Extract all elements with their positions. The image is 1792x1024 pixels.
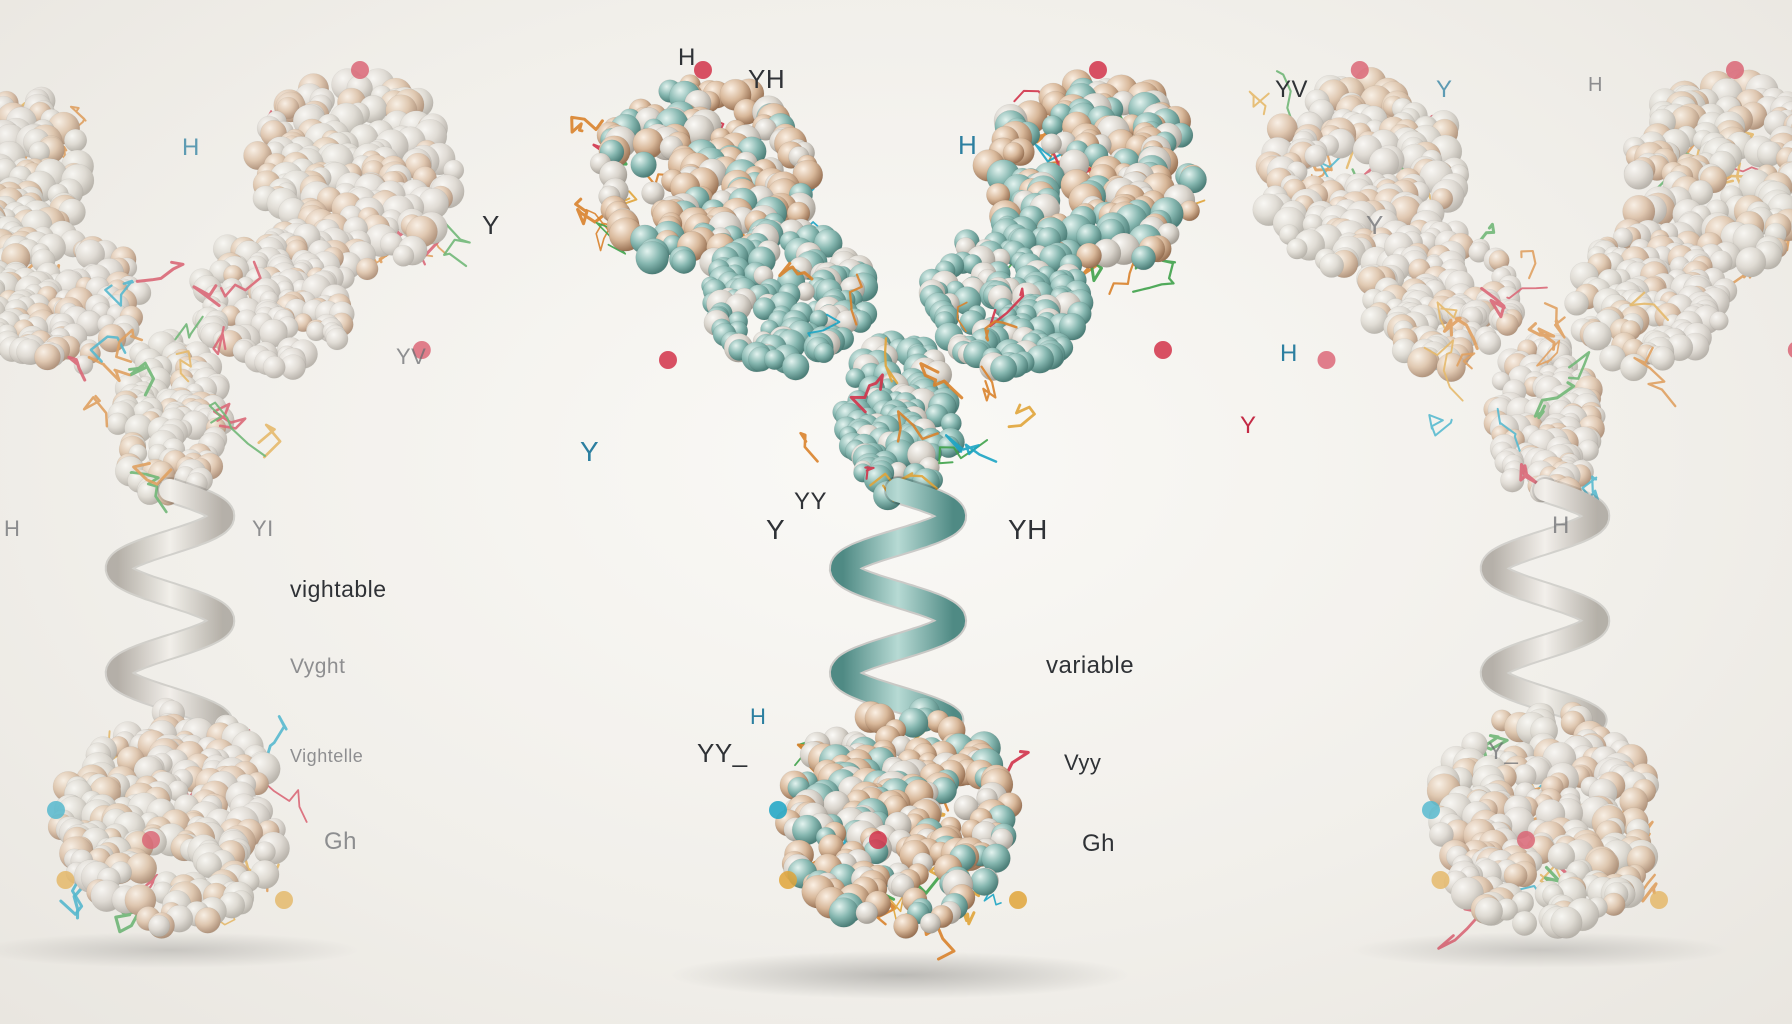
label-center-lower-vyy: Vyy bbox=[1064, 750, 1102, 775]
label-right-top-y: Y bbox=[1436, 76, 1453, 103]
right-shadow bbox=[1350, 932, 1730, 968]
label-center-variable: variable bbox=[1046, 652, 1135, 679]
left-fab-arm bbox=[0, 220, 152, 375]
label-right-h: H bbox=[1552, 512, 1570, 539]
atom-beads bbox=[659, 61, 1172, 909]
label-left-vightable: vightable bbox=[290, 576, 387, 602]
label-right-top-h: H bbox=[1588, 74, 1603, 96]
label-center-lower-gh: Gh bbox=[1082, 830, 1116, 857]
left-background-antibody bbox=[0, 61, 471, 939]
label-left-mid-yv: YV bbox=[396, 344, 427, 369]
fc-domain bbox=[774, 697, 1023, 939]
label-right-y-lower: Y_ bbox=[1488, 738, 1519, 765]
label-left-vyght: Vyght bbox=[290, 655, 346, 678]
stem-helix bbox=[828, 476, 968, 734]
label-center-mid-y-right: Y bbox=[1240, 412, 1257, 439]
label-center-top-yv: YV bbox=[1275, 76, 1309, 103]
label-right-mid-y: Y bbox=[1366, 210, 1384, 240]
hinge-loops bbox=[1423, 249, 1677, 503]
label-center-mid-y: Y bbox=[580, 436, 600, 467]
label-center-top-h-right: H bbox=[958, 130, 978, 160]
fc-domain bbox=[47, 697, 290, 939]
label-left-yi: YI bbox=[252, 516, 274, 541]
label-center-hinge-yy: YY bbox=[794, 488, 828, 515]
label-center-hinge-y: Y bbox=[766, 514, 786, 545]
label-left-top-h: H bbox=[182, 134, 200, 161]
right-fab-head bbox=[972, 69, 1207, 271]
right-background-antibody bbox=[1248, 61, 1792, 950]
label-center-lower-yy: YY_ bbox=[697, 738, 748, 768]
left-fab-head bbox=[589, 74, 824, 278]
label-center-top-y: Y bbox=[482, 210, 500, 240]
label-left-vightelle: Vightelle bbox=[290, 746, 364, 766]
right-fab-arm bbox=[189, 221, 355, 381]
atom-beads bbox=[47, 61, 431, 909]
left-shadow bbox=[0, 932, 360, 968]
left-fab-arm bbox=[701, 218, 879, 381]
left-fab-head bbox=[1252, 66, 1470, 280]
stem-helix bbox=[1479, 477, 1611, 733]
stem-helix bbox=[104, 477, 236, 733]
fc-domain bbox=[1426, 701, 1660, 939]
label-center-top-yh: YH bbox=[748, 64, 786, 94]
label-left-gh: Gh bbox=[324, 828, 358, 855]
center-shadow bbox=[670, 951, 1130, 999]
label-left-h: H bbox=[4, 516, 21, 541]
label-center-hinge-yh: YH bbox=[1008, 514, 1048, 545]
label-center-top-h: H bbox=[678, 44, 696, 71]
label-center-stem-h: H bbox=[750, 704, 767, 729]
right-fab-arm bbox=[918, 216, 1094, 383]
atom-beads bbox=[1317, 61, 1792, 909]
hinge-loops bbox=[67, 260, 282, 514]
left-fab-arm bbox=[1356, 220, 1526, 382]
label-center-mid-h: H bbox=[1280, 340, 1298, 367]
center-antibody bbox=[570, 61, 1207, 961]
right-fab-head bbox=[1622, 69, 1792, 278]
